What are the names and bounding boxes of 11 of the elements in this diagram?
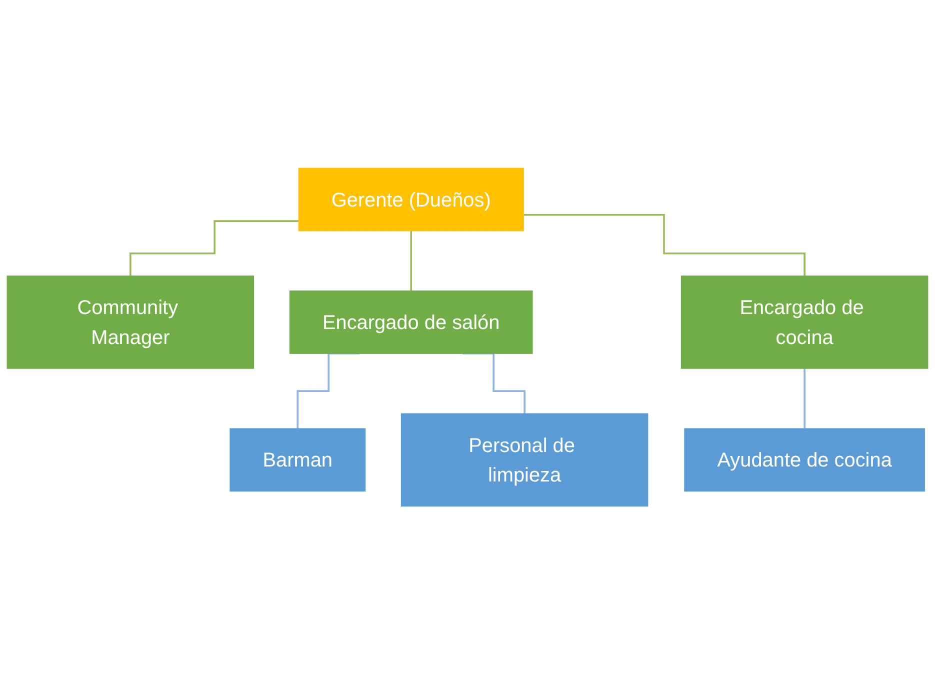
node-box: Encargado de cocina (680, 276, 928, 370)
connector (410, 230, 412, 292)
connector (523, 214, 806, 278)
connector (804, 368, 806, 430)
node-box: Community Manager (6, 276, 254, 370)
node-box: Gerente (Dueños) (298, 168, 524, 232)
node-box: Encargado de salón (289, 290, 533, 354)
node-box: Personal de limpieza (400, 414, 648, 507)
node-box: Ayudante de cocina (684, 428, 925, 492)
node-box: Barman (230, 428, 366, 492)
connector (130, 220, 299, 278)
